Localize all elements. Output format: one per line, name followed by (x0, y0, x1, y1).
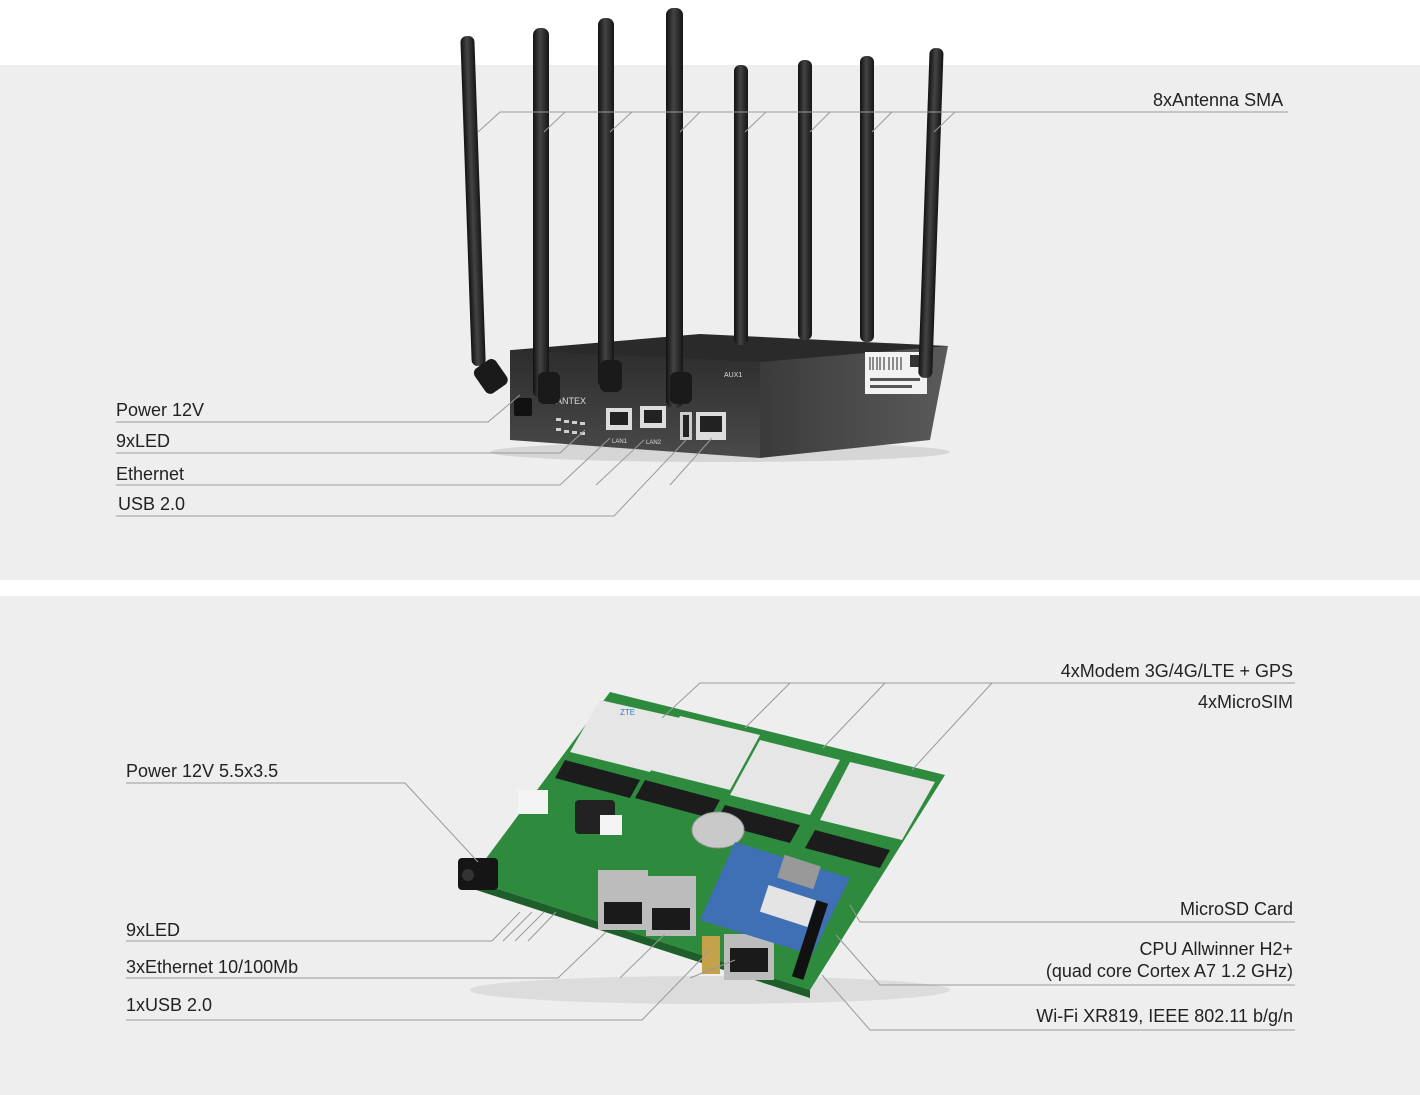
leader-power (116, 394, 521, 423)
label-cpu-line1: CPU Allwinner H2+ (1139, 939, 1293, 959)
leader-led (116, 429, 586, 454)
antenna-6 (798, 60, 812, 340)
bottom-leader-lines (126, 682, 1295, 1031)
top-leader-lines (116, 111, 1288, 517)
label-ethernet: Ethernet (116, 464, 185, 484)
pcb-board: ZTE (458, 692, 950, 1004)
label-power-12v: Power 12V (116, 400, 205, 420)
lan1-label: LAN1 (612, 439, 628, 445)
modem-2 (635, 716, 760, 818)
label-modem: 4xModem 3G/4G/LTE + GPS (1060, 661, 1293, 681)
leader-1xusb (126, 949, 711, 1021)
label-antenna-sma: 8xAntenna SMA (1153, 90, 1284, 110)
sticker-barcode (869, 357, 902, 370)
pcb-usb (702, 936, 720, 974)
modem-4 (805, 762, 935, 868)
modem-1 (555, 700, 680, 798)
antenna-1 (460, 36, 508, 394)
label-microsd: MicroSD Card (1179, 899, 1293, 919)
pin-header (791, 900, 829, 980)
coin-battery (691, 811, 745, 849)
pcb-ethernet-ports (598, 870, 774, 980)
label-usb-2: USB 2.0 (118, 494, 186, 514)
leader-cpu (835, 934, 1295, 986)
modem-modules (555, 700, 935, 868)
leader-modem (661, 682, 1295, 719)
antenna-5 (734, 65, 748, 345)
antenna-7 (860, 56, 874, 342)
antenna-3 (598, 18, 622, 392)
antenna-8 (918, 48, 944, 378)
leader-ethernet (116, 437, 611, 486)
label-cpu: CPU Allwinner H2+ (quad core Cortex A7 1… (1046, 938, 1293, 982)
module-brand: ZTE (620, 708, 635, 717)
pcb-shadow (470, 976, 950, 1004)
leader-usb (116, 439, 687, 517)
leader-3xethernet (126, 931, 607, 979)
device-brand: ANTEX (556, 396, 586, 406)
leader-power-jack (126, 782, 479, 863)
led-row (556, 418, 585, 435)
top-panel (0, 65, 1420, 580)
label-cpu-line2: (quad core Cortex A7 1.2 GHz) (1045, 961, 1293, 981)
label-power-jack: Power 12V 5.5x3.5 (126, 761, 279, 781)
microsd-slot (777, 854, 821, 890)
leader-9xled (126, 911, 521, 942)
label-1xusb: 1xUSB 2.0 (126, 995, 213, 1015)
label-wifi: Wi-Fi XR819, IEEE 802.11 b/g/n (1036, 1006, 1293, 1026)
modem-3 (715, 740, 840, 843)
wifi-chip (759, 884, 817, 928)
leader-wifi (821, 974, 1295, 1031)
power-jack (514, 398, 532, 416)
router-device: ANTEX AUX1 LAN1 LAN2 (460, 8, 950, 462)
lan2-label: LAN2 (646, 440, 662, 446)
label-bottom-9xled: 9xLED (126, 920, 181, 940)
aux-label: AUX1 (724, 372, 742, 379)
label-3xethernet: 3xEthernet 10/100Mb (126, 957, 299, 977)
power-connector (518, 790, 548, 814)
dc-jack (458, 858, 498, 890)
leader-microsd (849, 904, 1295, 923)
antenna-4 (666, 8, 692, 408)
label-9xled: 9xLED (116, 431, 171, 451)
antenna-set (460, 8, 944, 408)
antenna-2 (533, 28, 560, 404)
label-microsim: 4xMicroSIM (1197, 692, 1293, 712)
leader-antenna (477, 111, 1288, 133)
